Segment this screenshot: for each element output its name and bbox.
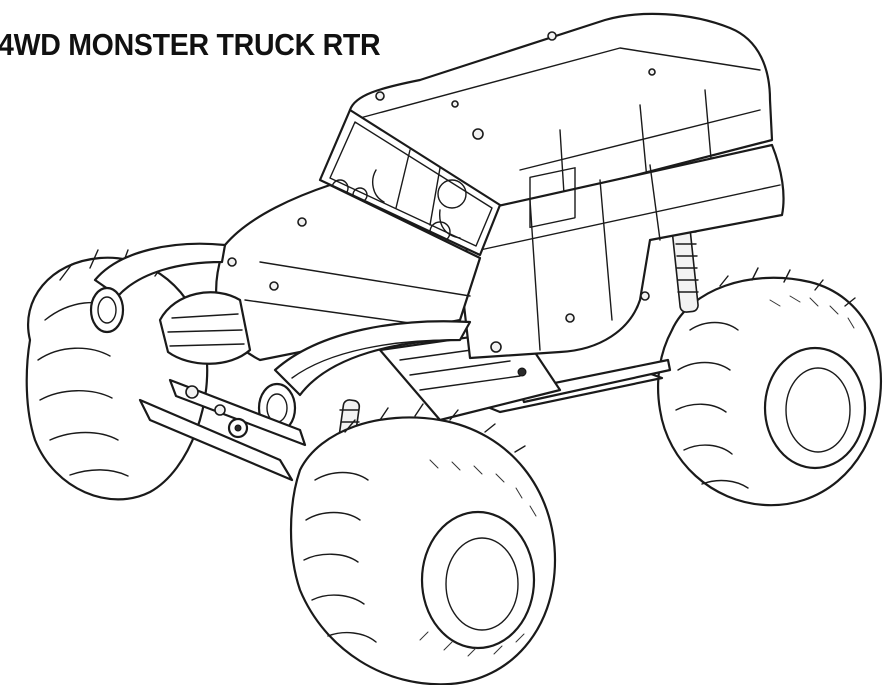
rear-right-wheel (657, 267, 882, 507)
document-title: 4WD MONSTER TRUCK RTR (0, 27, 381, 62)
front-right-wheel (289, 403, 557, 685)
truck-body (93, 12, 785, 397)
